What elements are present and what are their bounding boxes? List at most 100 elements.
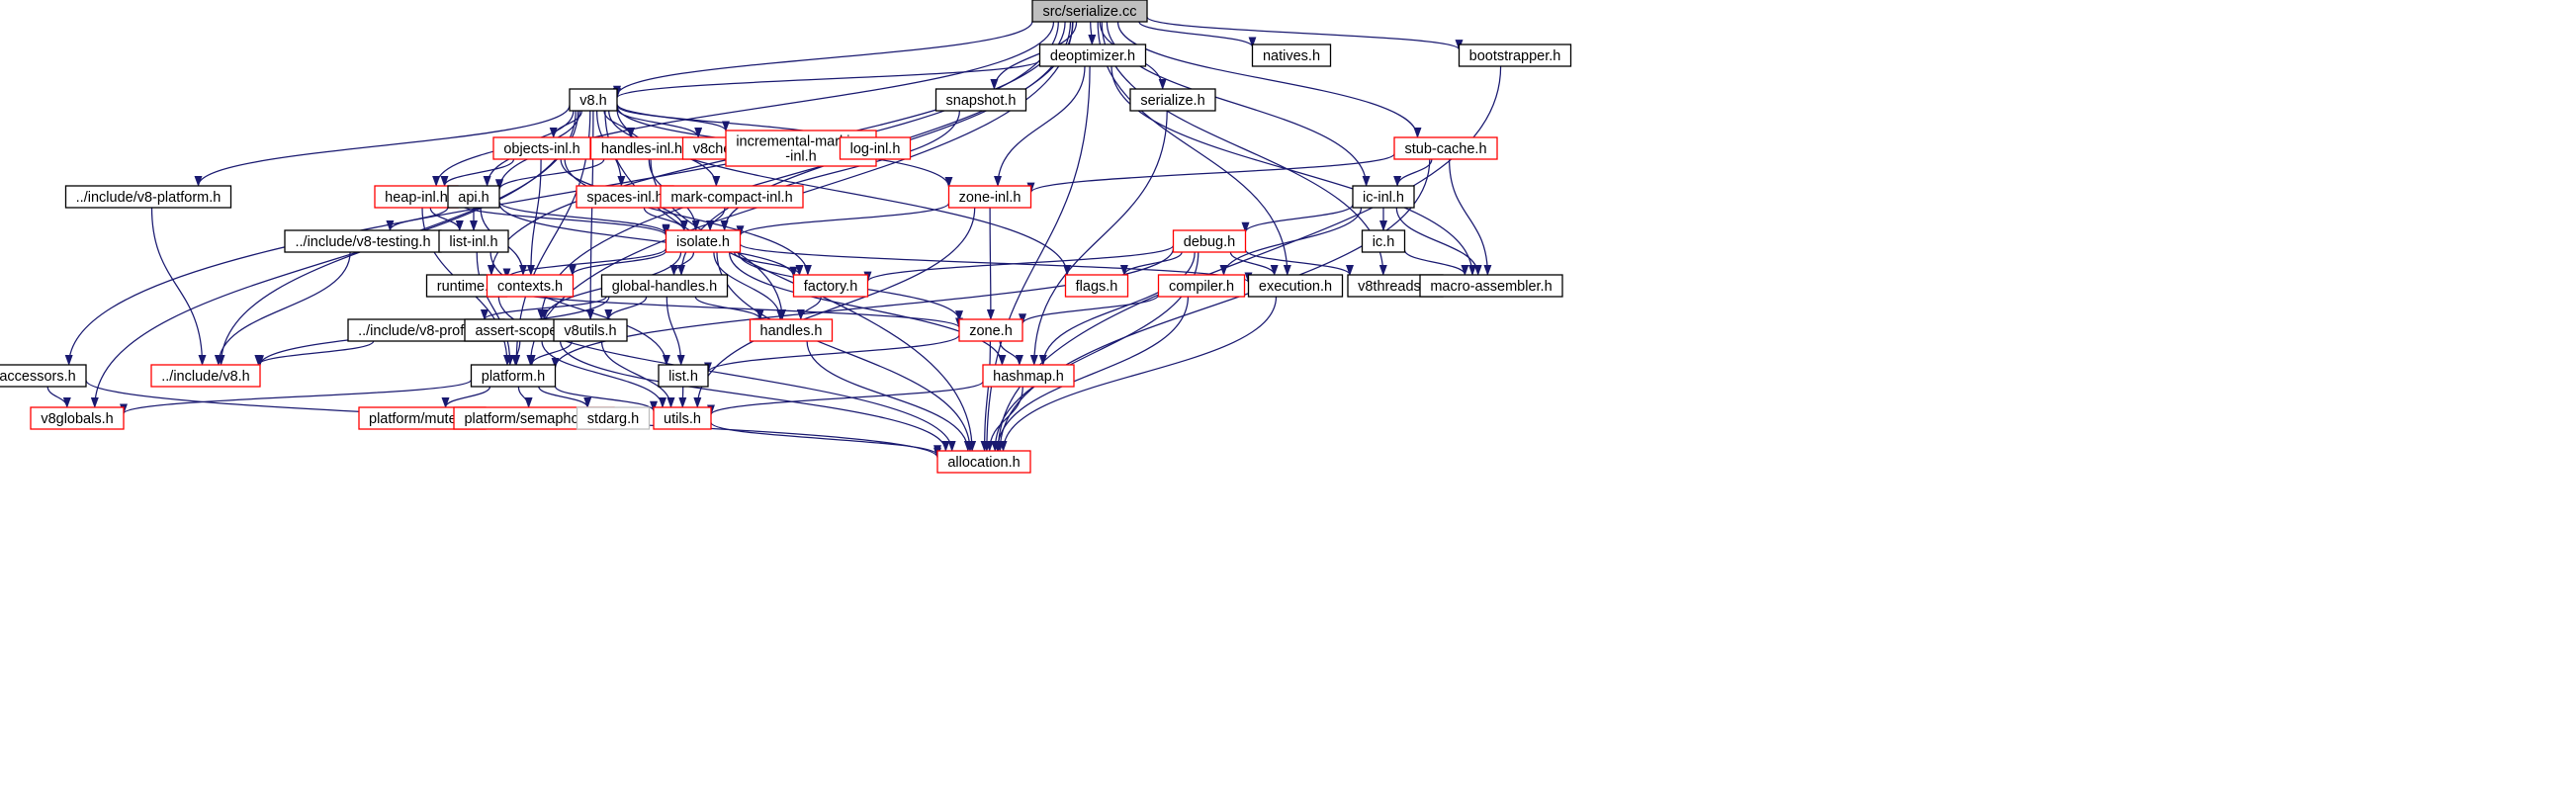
- edge-include-v8-profiler-h-to-include-v8-h: [254, 340, 375, 366]
- edge-debug-h-to-factory-h: [863, 244, 1175, 283]
- node-label: zone-inl.h: [959, 190, 1022, 206]
- node-box: [1129, 88, 1216, 112]
- node-label: stub-cache.h: [1404, 141, 1486, 157]
- node-label: accessors.h: [0, 369, 76, 385]
- edge-heap-inl-h-to-list-inl-h: [429, 207, 464, 231]
- node-deoptimizer-h[interactable]: deoptimizer.h: [1038, 44, 1147, 67]
- node-label: ../include/v8-profiler.h: [358, 323, 494, 339]
- node-box: [982, 364, 1075, 388]
- node-isolate-h[interactable]: isolate.h: [665, 229, 742, 253]
- edge-global-handles-h-to-v8utils-h: [604, 296, 648, 320]
- node-allocation-h[interactable]: allocation.h: [936, 450, 1031, 474]
- edge-deoptimizer-h-to-v8-h: [613, 59, 1041, 99]
- node-global-handles-h[interactable]: global-handles.h: [600, 274, 729, 298]
- node-contexts-h[interactable]: contexts.h: [486, 274, 575, 298]
- node-box: [660, 185, 804, 209]
- edge-snapshot-h-to-isolate-h: [720, 110, 961, 231]
- node-label: global-handles.h: [612, 279, 717, 295]
- node-debug-h[interactable]: debug.h: [1172, 229, 1247, 253]
- node-compiler-h[interactable]: compiler.h: [1157, 274, 1246, 298]
- node-include-v8-h[interactable]: ../include/v8.h: [150, 364, 261, 388]
- node-serialize-h[interactable]: serialize.h: [1129, 88, 1216, 112]
- node-box: [600, 274, 729, 298]
- node-box: [1157, 274, 1246, 298]
- node-label: api.h: [458, 190, 489, 206]
- node-v8threads-h[interactable]: v8threads.h: [1347, 274, 1444, 298]
- node-v8utils-h[interactable]: v8utils.h: [553, 318, 628, 342]
- edge-v8-h-to-v8globals-h: [90, 110, 577, 408]
- node-utils-h[interactable]: utils.h: [653, 406, 712, 430]
- node-box: [1031, 0, 1148, 23]
- node-objects-inl-h[interactable]: objects-inl.h: [492, 136, 591, 160]
- node-api-h[interactable]: api.h: [447, 185, 500, 209]
- node-label: natives.h: [1263, 48, 1320, 64]
- node-mark-compact-inl-h[interactable]: mark-compact-inl.h: [660, 185, 804, 209]
- node-bootstrapper-h[interactable]: bootstrapper.h: [1458, 44, 1572, 67]
- edge-isolate-h-to-contexts-h: [568, 250, 667, 276]
- edge-assert-scope-h-to-platform-h: [511, 340, 521, 366]
- node-box: [470, 364, 557, 388]
- edge-zone-h-to-allocation-h: [980, 340, 992, 452]
- node-heap-inl-h[interactable]: heap-inl.h: [374, 185, 459, 209]
- node-flags-h[interactable]: flags.h: [1064, 274, 1129, 298]
- edge-zone-inl-h-to-isolate-h: [736, 202, 950, 237]
- node-label: platform.h: [482, 369, 545, 385]
- edge-handles-inl-h-to-api-h: [495, 158, 605, 191]
- edge-debug-h-to-v8threads-h: [1244, 249, 1354, 276]
- node-macro-assembler-h[interactable]: macro-assembler.h: [1419, 274, 1563, 298]
- node-box: [1352, 185, 1415, 209]
- edge-stub-cache-h-to-zone-inl-h: [1026, 152, 1395, 194]
- node-spaces-inl-h[interactable]: spaces-inl.h: [576, 185, 674, 209]
- node-platform-h[interactable]: platform.h: [470, 364, 557, 388]
- edge-accessors-h-to-v8globals-h: [46, 386, 71, 408]
- edge-api-h-to-factory-h: [498, 203, 798, 278]
- edge-debug-h-to-execution-h: [1229, 251, 1279, 276]
- node-label: snapshot.h: [946, 93, 1017, 109]
- node-zone-h[interactable]: zone.h: [958, 318, 1023, 342]
- node-list-h[interactable]: list.h: [658, 364, 709, 388]
- edge-isolate-h-to-global-handles-h: [669, 251, 695, 276]
- edge-hashmap-h-to-allocation-h: [985, 386, 1023, 452]
- nodes-layer: src/serialize.cc deoptimizer.h natives.h bo…: [0, 0, 1572, 474]
- node-v8-h[interactable]: v8.h: [569, 88, 618, 112]
- node-include-v8-testing-h[interactable]: ../include/v8-testing.h: [284, 229, 442, 253]
- node-box: [792, 274, 869, 298]
- node-accessors-h[interactable]: accessors.h: [0, 364, 87, 388]
- edge-include-v8-testing-h-to-include-v8-h: [214, 251, 351, 366]
- node-zone-inl-h[interactable]: zone-inl.h: [947, 185, 1032, 209]
- edge-isolate-h-to-allocation-h: [716, 251, 974, 452]
- edge-objects-inl-h-to-heap-inl-h: [440, 158, 515, 187]
- node-box: [1419, 274, 1563, 298]
- node-v8globals-h[interactable]: v8globals.h: [30, 406, 125, 430]
- node-include-v8-platform-h[interactable]: ../include/v8-platform.h: [64, 185, 232, 209]
- edge-platform-h-to-stdarg-h: [538, 386, 592, 408]
- node-factory-h[interactable]: factory.h: [792, 274, 869, 298]
- node-ic-inl-h[interactable]: ic-inl.h: [1352, 185, 1415, 209]
- node-handles-h[interactable]: handles.h: [749, 318, 834, 342]
- node-box: [1247, 274, 1344, 298]
- edge-serialize-cc-to-deoptimizer-h: [1088, 21, 1097, 45]
- edge-v8-h-to-allocation-h: [604, 110, 977, 452]
- node-box: [569, 88, 618, 112]
- node-label: platform/mutex.h: [369, 411, 476, 427]
- edge-spaces-inl-h-to-isolate-h: [643, 207, 688, 231]
- node-log-inl-h[interactable]: log-inl.h: [839, 136, 912, 160]
- node-box: [653, 406, 712, 430]
- node-snapshot-h[interactable]: snapshot.h: [934, 88, 1027, 112]
- node-stub-cache-h[interactable]: stub-cache.h: [1393, 136, 1498, 160]
- node-label: handles-inl.h: [601, 141, 682, 157]
- node-handles-inl-h[interactable]: handles-inl.h: [589, 136, 694, 160]
- node-box: [947, 185, 1032, 209]
- node-execution-h[interactable]: execution.h: [1247, 274, 1344, 298]
- node-box: [749, 318, 834, 342]
- node-stdarg-h[interactable]: stdarg.h: [576, 406, 651, 430]
- node-list-inl-h[interactable]: list-inl.h: [438, 229, 509, 253]
- edge-zone-h-to-list-h: [704, 334, 960, 374]
- node-label: contexts.h: [497, 279, 563, 295]
- node-serialize-cc[interactable]: src/serialize.cc: [1031, 0, 1148, 23]
- edge-debug-h-to-platform-h: [551, 248, 1175, 369]
- node-ic-h[interactable]: ic.h: [1361, 229, 1406, 253]
- node-natives-h[interactable]: natives.h: [1251, 44, 1332, 67]
- node-hashmap-h[interactable]: hashmap.h: [982, 364, 1075, 388]
- node-label: stdarg.h: [587, 411, 639, 427]
